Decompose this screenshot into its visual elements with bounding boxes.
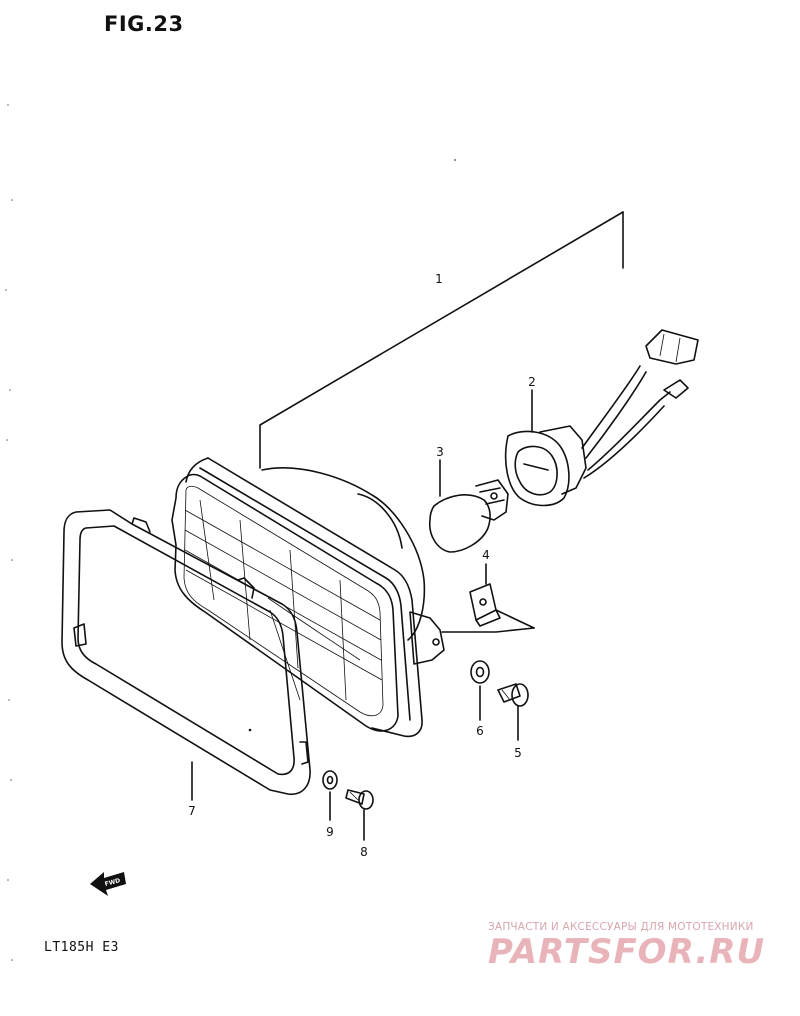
headlight-rim xyxy=(61,509,311,795)
headlight-housing xyxy=(171,457,445,738)
model-code: LT185H E3 xyxy=(44,940,119,955)
callout-5: 5 xyxy=(514,746,522,760)
fwd-arrow-icon: FWD xyxy=(90,872,126,896)
clip-nut xyxy=(441,583,535,633)
assembly-bracket-1 xyxy=(259,211,624,469)
fwd-label: FWD xyxy=(104,877,121,888)
watermark-subtitle: ЗАПЧАСТИ И АКСЕССУАРЫ ДЛЯ МОТОТЕХНИКИ xyxy=(488,921,754,933)
screw-5 xyxy=(497,683,529,741)
washer-6 xyxy=(470,660,490,721)
scan-specks xyxy=(5,104,456,961)
bulb-socket xyxy=(504,329,699,507)
washer-9 xyxy=(322,770,338,821)
figure-title: FIG.23 xyxy=(104,12,184,36)
callout-4: 4 xyxy=(482,548,490,562)
watermark-logo: PARTSFOR.RU xyxy=(488,932,766,972)
callout-3: 3 xyxy=(436,445,444,459)
screw-8 xyxy=(345,789,374,841)
callout-7: 7 xyxy=(188,804,196,818)
callout-1: 1 xyxy=(435,272,443,286)
callout-9: 9 xyxy=(326,825,334,839)
bulb xyxy=(428,479,509,553)
callout-6: 6 xyxy=(476,724,484,738)
lens-pattern xyxy=(184,499,383,701)
callout-8: 8 xyxy=(360,845,368,859)
callout-2: 2 xyxy=(528,375,536,389)
